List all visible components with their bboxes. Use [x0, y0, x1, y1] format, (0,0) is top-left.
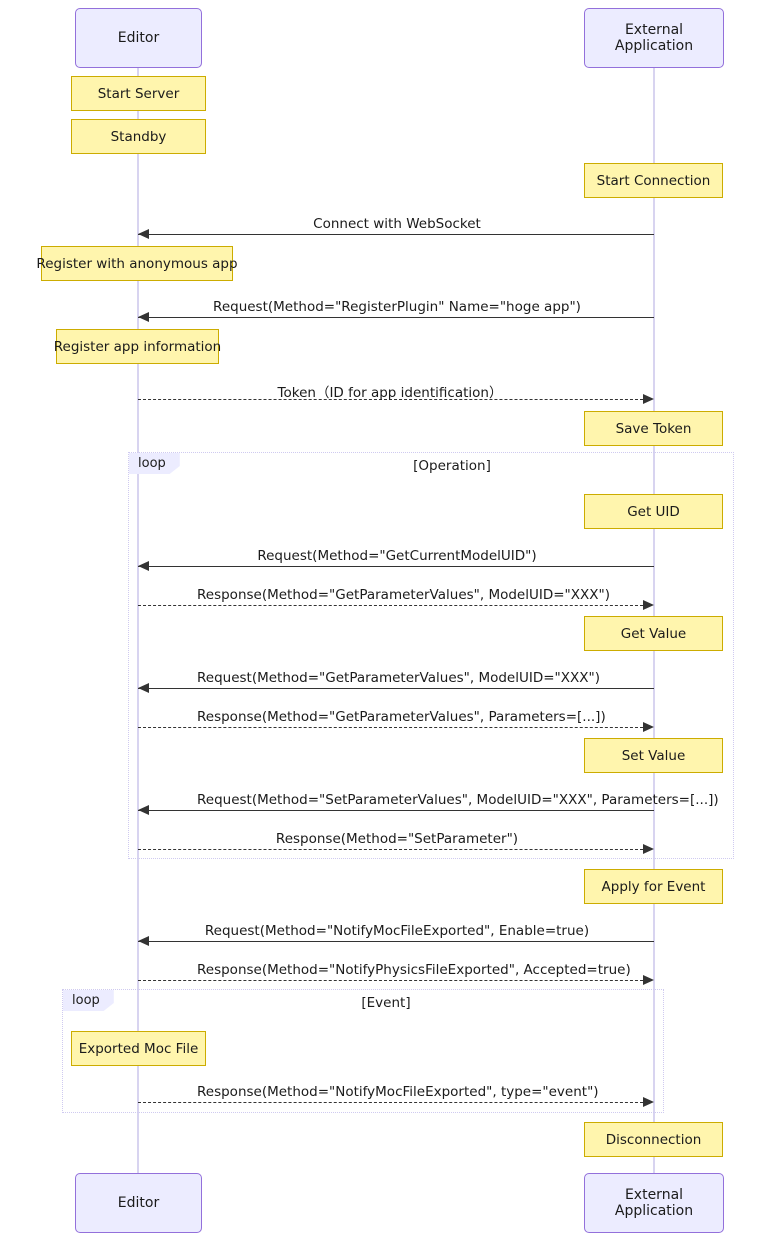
arrow-head-resp-notify-event — [643, 1097, 654, 1107]
message-label-resp-model-uid: Response(Method="GetParameterValues", Mo… — [197, 587, 610, 603]
note-register-app-information[interactable]: Register app information — [53, 329, 222, 364]
participant-external-application-bottom[interactable]: External Application — [584, 1173, 724, 1233]
message-label-req-set-params: Request(Method="SetParameterValues", Mod… — [197, 792, 719, 808]
loop-frame-operation — [128, 452, 734, 859]
message-label-register-plugin: Request(Method="RegisterPlugin" Name="ho… — [213, 299, 581, 315]
message-line-resp-set-param — [138, 849, 643, 850]
participant-label: Editor — [117, 30, 160, 46]
arrow-head-resp-notify-phys — [643, 975, 654, 985]
note-label: Register app information — [53, 338, 222, 355]
loop-tag-event: loop — [63, 990, 114, 1011]
message-line-connect-ws — [138, 234, 654, 235]
message-line-req-notify-moc — [138, 941, 654, 942]
note-apply-for-event[interactable]: Apply for Event — [584, 869, 723, 904]
note-set-value[interactable]: Set Value — [584, 738, 723, 773]
message-line-req-set-params — [138, 810, 654, 811]
loop-title-event: [Event] — [361, 995, 411, 1011]
note-label: Register with anonymous app — [36, 255, 238, 272]
note-start-connection[interactable]: Start Connection — [584, 163, 723, 198]
message-label-connect-ws: Connect with WebSocket — [313, 216, 481, 232]
note-get-uid[interactable]: Get UID — [584, 494, 723, 529]
message-line-resp-model-uid — [138, 605, 643, 606]
arrow-head-req-notify-moc — [138, 936, 149, 946]
participant-label: External Application — [614, 1187, 694, 1219]
arrow-head-req-set-params — [138, 805, 149, 815]
arrow-head-get-current-uid — [138, 561, 149, 571]
note-label: Exported Moc File — [78, 1040, 199, 1057]
note-label: Start Connection — [596, 172, 711, 189]
note-label: Set Value — [621, 747, 686, 764]
message-label-get-current-uid: Request(Method="GetCurrentModelUID") — [257, 548, 537, 564]
lifeline-editor — [137, 68, 139, 1173]
message-label-resp-set-param: Response(Method="SetParameter") — [275, 831, 519, 847]
arrow-head-resp-model-uid — [643, 600, 654, 610]
note-label: Standby — [110, 128, 167, 145]
message-line-resp-notify-phys — [138, 980, 643, 981]
message-line-register-plugin — [138, 317, 654, 318]
note-label: Save Token — [615, 420, 692, 437]
message-label-resp-notify-phys: Response(Method="NotifyPhysicsFileExport… — [197, 962, 631, 978]
message-label-req-notify-moc: Request(Method="NotifyMocFileExported", … — [204, 923, 590, 939]
note-label: Get Value — [620, 625, 687, 642]
message-line-resp-notify-event — [138, 1102, 643, 1103]
note-register-with-anonymous-app[interactable]: Register with anonymous app — [36, 246, 238, 281]
note-exported-moc-file[interactable]: Exported Moc File — [71, 1031, 206, 1066]
message-line-resp-get-params — [138, 727, 643, 728]
message-label-token: Token（ID for app identification） — [277, 385, 503, 401]
participant-editor-top[interactable]: Editor — [75, 8, 202, 68]
note-label: Get UID — [627, 503, 680, 520]
note-get-value[interactable]: Get Value — [584, 616, 723, 651]
participant-label: Editor — [117, 1195, 160, 1211]
loop-frame-event — [62, 989, 664, 1113]
loop-tag-operation: loop — [129, 453, 180, 474]
participant-label: External Application — [614, 22, 694, 54]
note-start-server[interactable]: Start Server — [71, 76, 206, 111]
arrow-head-register-plugin — [138, 312, 149, 322]
note-standby[interactable]: Standby — [71, 119, 206, 154]
message-label-resp-notify-event: Response(Method="NotifyMocFileExported",… — [197, 1084, 599, 1100]
note-label: Apply for Event — [601, 878, 706, 895]
message-label-resp-get-params: Response(Method="GetParameterValues", Pa… — [197, 709, 606, 725]
message-line-get-current-uid — [138, 566, 654, 567]
message-label-req-get-params: Request(Method="GetParameterValues", Mod… — [197, 670, 600, 686]
message-line-req-get-params — [138, 688, 654, 689]
participant-external-application-top[interactable]: External Application — [584, 8, 724, 68]
arrow-head-resp-set-param — [643, 844, 654, 854]
loop-title-operation: [Operation] — [413, 458, 491, 474]
arrow-head-req-get-params — [138, 683, 149, 693]
note-label: Start Server — [97, 85, 180, 102]
arrow-head-connect-ws — [138, 229, 149, 239]
arrow-head-resp-get-params — [643, 722, 654, 732]
message-line-token — [138, 399, 643, 400]
participant-editor-bottom[interactable]: Editor — [75, 1173, 202, 1233]
arrow-head-token — [643, 394, 654, 404]
note-label: Disconnection — [605, 1131, 702, 1148]
note-save-token[interactable]: Save Token — [584, 411, 723, 446]
note-disconnection[interactable]: Disconnection — [584, 1122, 723, 1157]
